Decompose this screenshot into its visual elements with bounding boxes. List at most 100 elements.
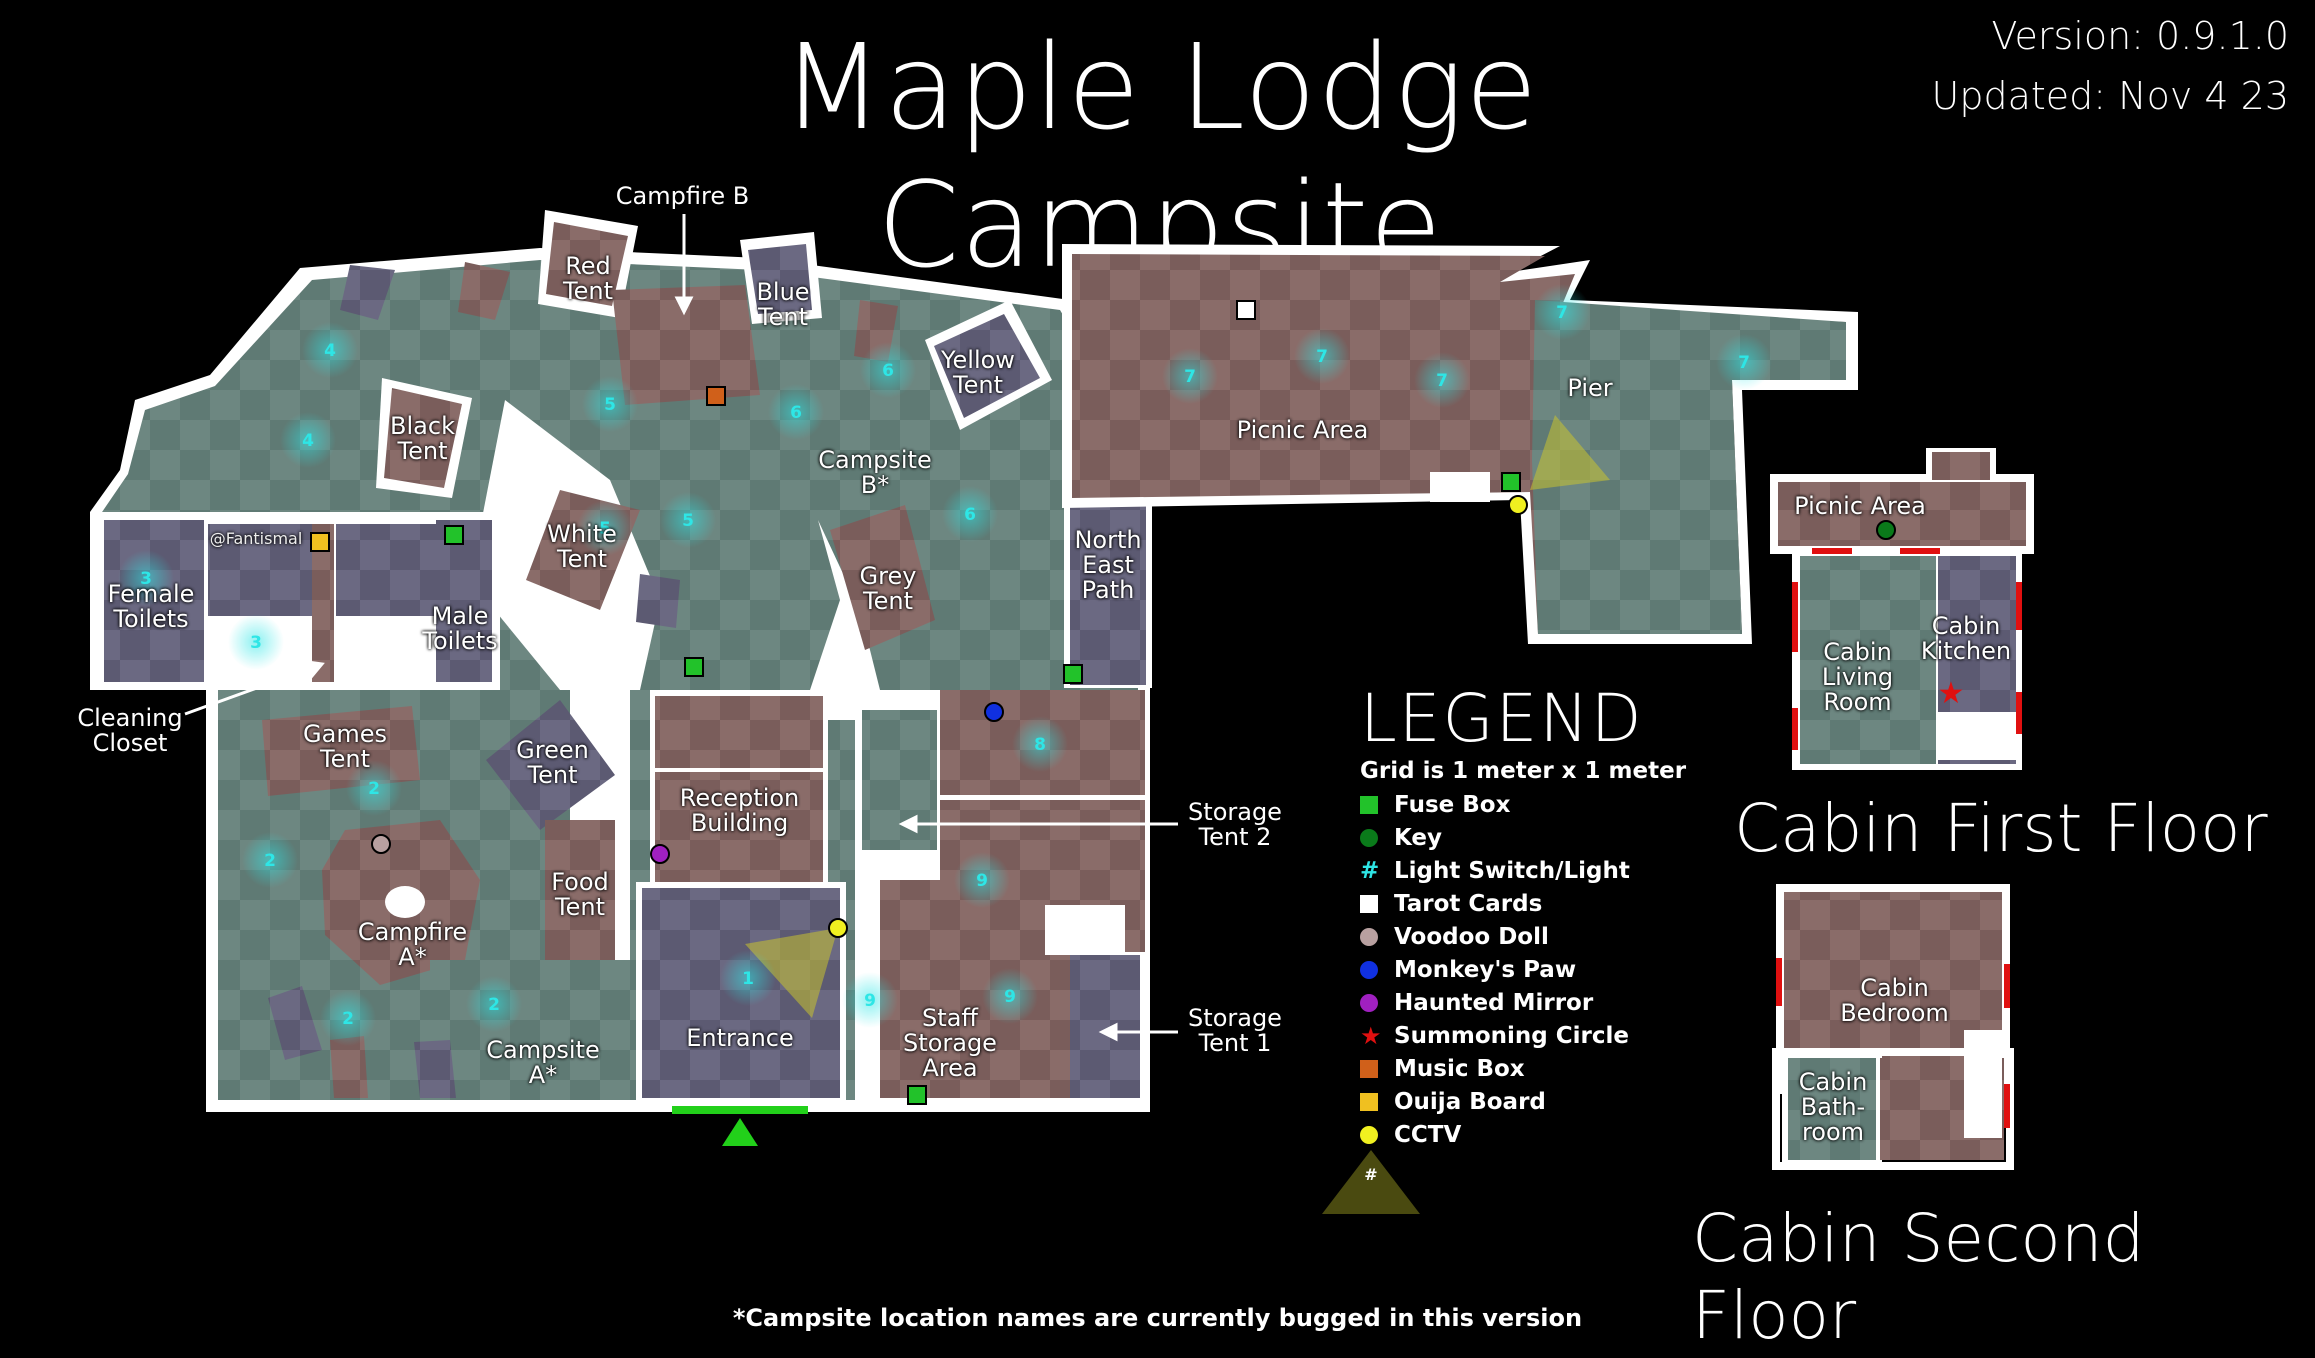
legend-item: Fuse Box [1360, 788, 1630, 821]
updated-label: Updated: Nov 4 23 [1931, 74, 2289, 118]
legend-item-label: Tarot Cards [1394, 890, 1543, 917]
legend-item: Ouija Board [1360, 1085, 1630, 1118]
fuse-box-marker [1063, 664, 1083, 684]
light-glow [1012, 716, 1068, 772]
light-glow [228, 614, 284, 670]
legend-item: Music Box [1360, 1052, 1630, 1085]
legend-item-label: Monkey's Paw [1394, 956, 1577, 983]
monkey-s-paw-marker [984, 702, 1004, 722]
voodoo-doll-icon [1360, 927, 1378, 946]
tarot-cards-marker [1236, 300, 1256, 320]
light-glow [280, 412, 336, 468]
summoning-circle-icon: ★ [1360, 1021, 1382, 1050]
fuse-box-marker [907, 1085, 927, 1105]
light-number: 2 [368, 779, 380, 799]
fuse-box-icon [1360, 795, 1378, 814]
light-glow [118, 550, 174, 606]
label-campfire-a: Campfire A* [357, 918, 468, 971]
legend-item-label: Fuse Box [1394, 791, 1511, 818]
label-entrance: Entrance [686, 1024, 794, 1052]
monkey-s-paw-icon [1360, 960, 1378, 979]
label-white-tent: White Tent [547, 520, 617, 573]
label-reception: Reception Building [679, 784, 800, 837]
music-box-marker [706, 386, 726, 406]
label-north-east-path: North East Path [1074, 526, 1142, 604]
light-number: 2 [342, 1009, 354, 1029]
legend-item: Monkey's Paw [1360, 953, 1630, 986]
legend-item: Tarot Cards [1360, 887, 1630, 920]
label-male-toilets: Male Toilets [422, 602, 498, 655]
light-glow [302, 322, 358, 378]
light-glow [1414, 352, 1470, 408]
summoning-circle-marker: ★ [1938, 676, 1965, 711]
label-picnic-area: Picnic Area [1236, 416, 1369, 444]
light-glow [346, 760, 402, 816]
callout-storage-tent-2: Storage Tent 2 [1188, 798, 1282, 851]
legend-item-label: Light Switch/Light [1394, 857, 1630, 884]
light-glow [954, 852, 1010, 908]
light-number: 7 [1556, 303, 1568, 323]
cctv-marker [1508, 495, 1528, 515]
label-cabin-picnic-area: Picnic Area [1794, 492, 1926, 520]
key-icon [1360, 828, 1378, 847]
label-campsite-a: Campsite A* [486, 1036, 600, 1089]
legend-title: LEGEND [1360, 680, 1644, 757]
light-number: 7 [1316, 347, 1328, 367]
label-grey-tent: Grey Tent [859, 562, 917, 615]
light-glow [466, 976, 522, 1032]
light-glow [660, 492, 716, 548]
light-glow [942, 486, 998, 542]
cctv-marker [828, 918, 848, 938]
callout-cleaning-closet: Cleaning Closet [77, 704, 183, 757]
legend-item: Haunted Mirror [1360, 986, 1630, 1019]
label-cabin-bathroom: Cabin Bath- room [1798, 1068, 1868, 1146]
light-glow [982, 968, 1038, 1024]
light-glow [1162, 348, 1218, 404]
light-switch-light-icon: # [1360, 857, 1380, 884]
light-number: 7 [1184, 367, 1196, 387]
light-number: 9 [864, 991, 876, 1011]
items-layer: ★ [310, 300, 1965, 1105]
legend-grid-note: Grid is 1 meter x 1 meter [1360, 758, 1687, 784]
cctv-cone-hash: # [1364, 1165, 1377, 1184]
light-glow [1716, 334, 1772, 390]
map-title: Maple Lodge Campsite [781, 18, 1539, 294]
fuse-box-marker [684, 657, 704, 677]
light-glow [1534, 284, 1590, 340]
light-glow [582, 376, 638, 432]
label-pier: Pier [1567, 374, 1613, 402]
label-campsite-b: Campsite B* [818, 446, 932, 499]
legend-item: Key [1360, 821, 1630, 854]
label-cabin-kitchen: Cabin Kitchen [1920, 612, 2012, 665]
tarot-cards-icon [1360, 894, 1378, 913]
ouija-board-icon [1360, 1092, 1378, 1111]
light-number: 5 [604, 395, 616, 415]
key-marker [1876, 520, 1896, 540]
light-glow [720, 950, 776, 1006]
legend-item-label: Key [1394, 824, 1443, 851]
callout-storage-tent-1: Storage Tent 1 [1188, 1004, 1282, 1057]
haunted-mirror-icon [1360, 993, 1378, 1012]
label-staff-storage: Staff Storage Area [903, 1004, 997, 1082]
main-campsite-area [90, 210, 1152, 1146]
light-glow [242, 832, 298, 888]
legend-item: CCTV [1360, 1118, 1630, 1151]
light-glow [577, 500, 633, 556]
label-yellow-tent: Yellow Tent [941, 346, 1015, 399]
light-number: 9 [1004, 987, 1016, 1007]
cctv-cone-icon [1322, 1150, 1420, 1214]
fuse-box-marker [1501, 472, 1521, 492]
cctv-icon [1360, 1125, 1378, 1144]
light-number: 4 [302, 431, 314, 451]
cabin-second-floor-plan [1772, 884, 2014, 1170]
legend-item: ★Summoning Circle [1360, 1019, 1630, 1052]
light-number: 6 [882, 361, 894, 381]
label-red-tent: Red Tent [563, 252, 613, 305]
light-glow [860, 342, 916, 398]
fantismal-credit: @Fantismal [209, 529, 303, 548]
callout-campfire-b: Campfire B [615, 182, 750, 210]
label-cabin-living-room: Cabin Living Room [1821, 638, 1894, 716]
legend-item-label: Ouija Board [1394, 1088, 1546, 1115]
